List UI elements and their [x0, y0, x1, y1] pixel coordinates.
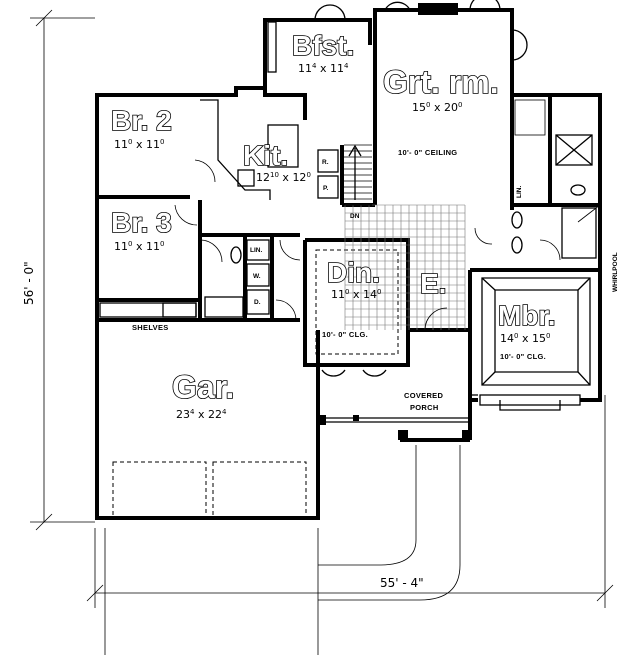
room-dining-ceiling: 10'- 0" CLG.	[322, 330, 368, 339]
label-linen-master: LIN.	[516, 186, 523, 198]
room-garage-name: Gar.	[172, 369, 234, 405]
room-bedroom3-name: Br. 3	[111, 207, 172, 238]
room-great-room-name: Grt. rm.	[383, 64, 499, 100]
room-great-room-ceiling: 10'- 0" CEILING	[398, 148, 457, 157]
fixtures	[99, 99, 601, 331]
label-dryer: D.	[254, 299, 261, 306]
room-dining-size: 110 x 140	[331, 288, 381, 301]
label-washer: W.	[253, 273, 261, 280]
width-dimension: 55' - 4"	[380, 576, 424, 590]
depth-dimension: 56' - 0"	[22, 261, 36, 305]
label-pantry: P.	[323, 185, 328, 192]
room-entry-name: E.	[420, 268, 446, 299]
label-porch: PORCH	[410, 403, 439, 412]
label-whirlpool: WHIRLPOOL	[612, 252, 619, 292]
room-garage-size: 234 x 224	[176, 408, 227, 421]
room-bedroom2-size: 110 x 110	[114, 138, 164, 151]
room-master-ceiling: 10'- 0" CLG.	[500, 352, 546, 361]
dimension-lines	[30, 9, 614, 655]
room-kitchen-size: 1210 x 120	[256, 171, 311, 184]
room-labels: Bfst. 114 x 114 Grt. rm. 150 x 200 10'- …	[110, 29, 556, 421]
room-breakfast-size: 114 x 114	[298, 62, 349, 75]
windows	[112, 0, 581, 519]
label-down: DN	[350, 213, 360, 220]
label-linen: LIN.	[250, 247, 262, 254]
room-kitchen-name: Kit.	[243, 140, 288, 171]
ceiling-outlines	[315, 249, 591, 386]
fixture-labels: R. P. DN LIN. W. D. LIN. SHELVES WHIRLPO…	[132, 159, 619, 412]
stair-arrow	[348, 144, 362, 200]
label-covered: COVERED	[404, 391, 443, 400]
room-great-room-size: 150 x 200	[412, 101, 462, 114]
room-breakfast-name: Bfst.	[292, 30, 354, 61]
room-dining-name: Din.	[327, 257, 380, 288]
room-bedroom2-name: Br. 2	[111, 105, 172, 136]
label-shelves: SHELVES	[132, 323, 169, 332]
label-refrigerator: R.	[322, 159, 329, 166]
room-master-name: Mbr.	[498, 300, 556, 331]
room-bedroom3-size: 110 x 110	[114, 240, 164, 253]
entry-tile-grid	[344, 204, 466, 330]
room-master-size: 140 x 150	[500, 332, 550, 345]
